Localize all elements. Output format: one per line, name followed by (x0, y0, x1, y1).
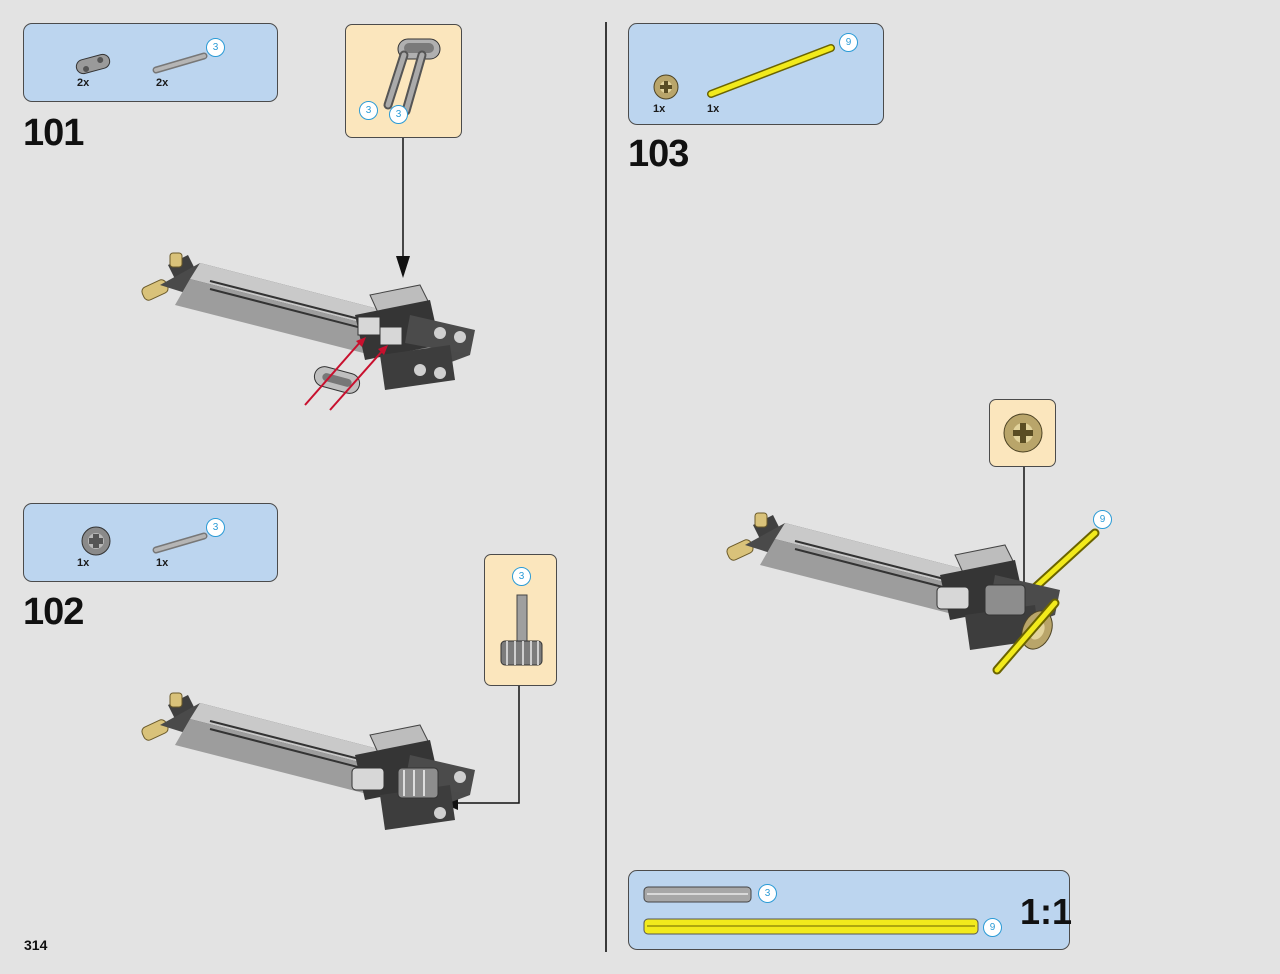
step-number-102: 102 (23, 591, 84, 633)
page-number: 314 (24, 937, 48, 953)
step-101-subassembly-box: 3 3 (345, 24, 462, 138)
step-103-subassembly-box (989, 399, 1056, 467)
axle-9-ruler (643, 918, 979, 935)
axle-length-badge: 9 (983, 918, 1002, 937)
part-qty: 2x (156, 77, 169, 89)
axle-length-badge: 3 (206, 38, 225, 57)
axle-length-badge: 3 (389, 105, 408, 124)
scale-box: 3 9 1:1 (628, 870, 1073, 950)
axle-length-badge: 3 (206, 518, 225, 537)
part-qty: 1x (156, 557, 169, 569)
axle-9-yellow-icon (707, 44, 835, 98)
axle-length-badge: 3 (512, 567, 531, 586)
step-102-parts-box: 1x 3 1x (23, 503, 278, 582)
axle-length-badge: 9 (1093, 510, 1112, 529)
gear-tan-icon (653, 74, 679, 100)
part-qty: 1x (77, 557, 90, 569)
axle-pair-icon (383, 38, 441, 116)
axle-3-icon (152, 532, 208, 554)
part-qty: 2x (77, 77, 90, 89)
scale-label: 1:1 (1020, 891, 1073, 932)
connector-link-icon (75, 53, 111, 75)
callout-arrow-101 (396, 138, 410, 278)
gear-small-icon (81, 526, 111, 556)
beam-assembly-101 (141, 252, 475, 411)
axle-length-badge: 3 (758, 884, 777, 903)
axle-with-gear-icon (500, 594, 543, 666)
part-qty: 1x (653, 103, 666, 115)
beam-assembly-102 (141, 692, 475, 830)
step-102-subassembly-box: 3 (484, 554, 557, 686)
axle-length-badge: 9 (839, 33, 858, 52)
step-number-103: 103 (628, 133, 689, 175)
page-divider (605, 22, 607, 952)
step-101-parts-box: 2x 3 2x (23, 23, 278, 102)
step-number-101: 101 (23, 112, 84, 154)
part-qty: 1x (707, 103, 720, 115)
red-insert-arrows (304, 337, 388, 411)
axle-3-ruler (643, 886, 752, 903)
step-103-parts-box: 1x 9 1x (628, 23, 884, 125)
gear-tan-icon (1003, 413, 1043, 453)
beam-assembly-103 (726, 512, 1100, 675)
yellow-axle-lower (992, 598, 1060, 675)
axle-3-icon (152, 52, 208, 74)
axle-length-badge: 3 (359, 101, 378, 120)
